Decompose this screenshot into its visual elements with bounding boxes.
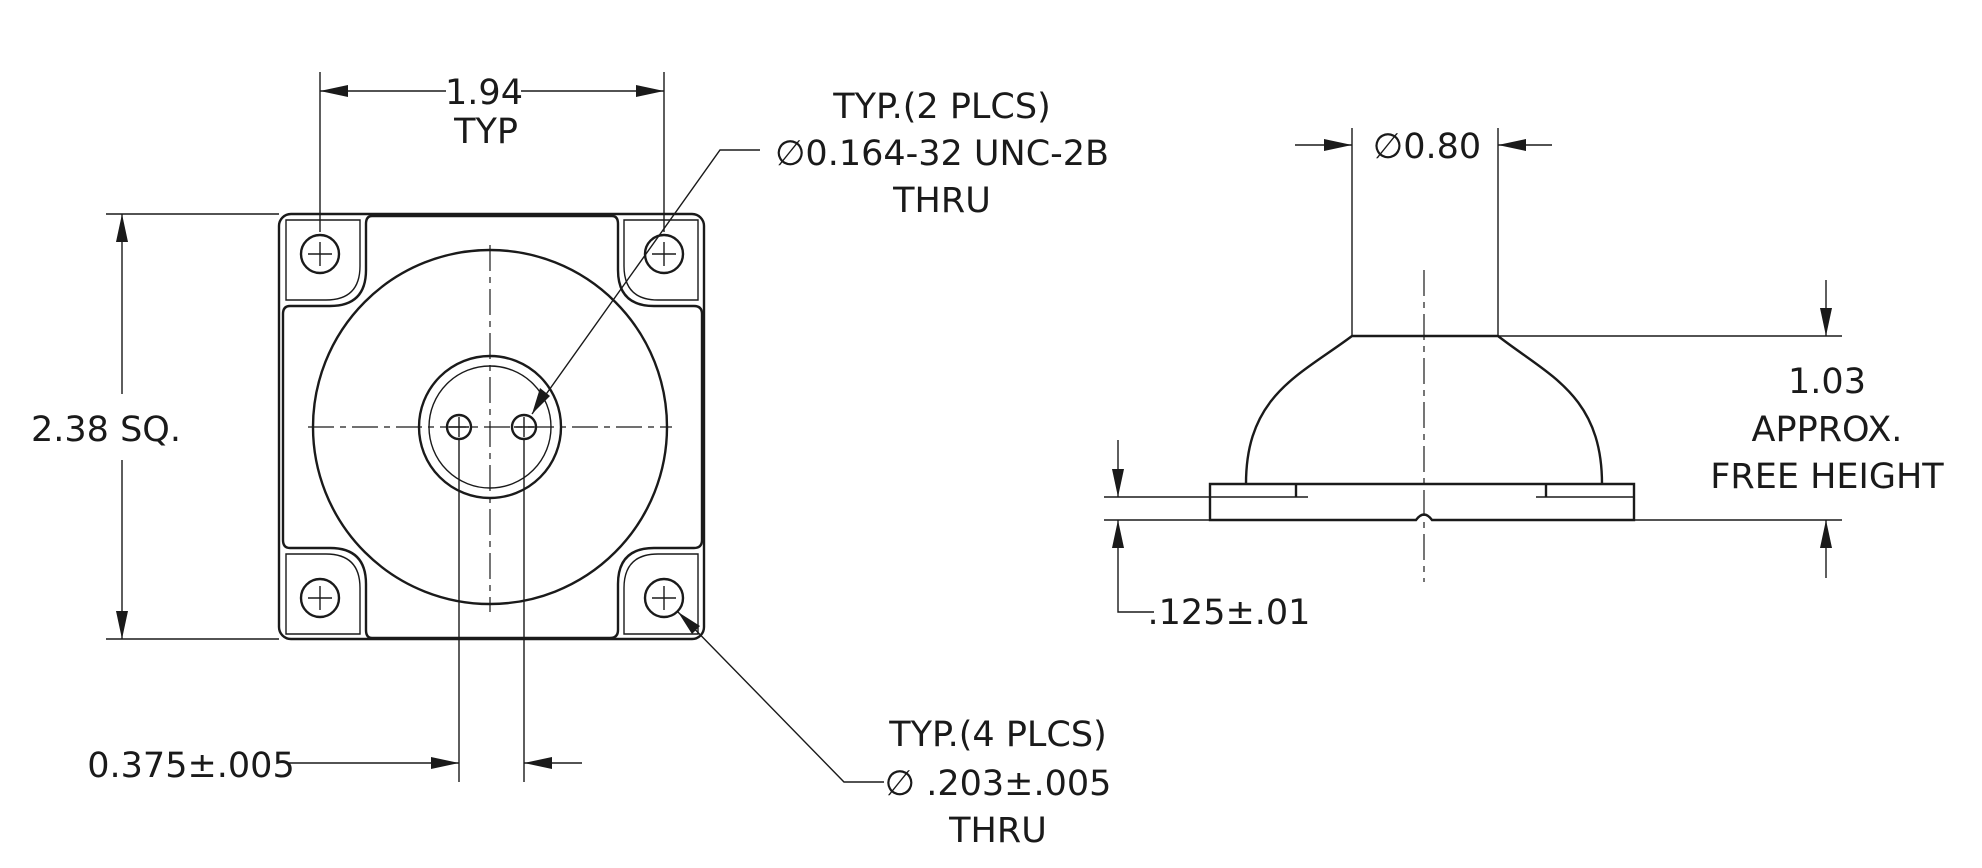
base-thickness-dimension: .125±.01 <box>1104 440 1310 633</box>
tapped-callout-line-1: TYP.(2 PLCS) <box>832 87 1051 127</box>
corner-pad-tl <box>285 219 361 301</box>
tapped-hole-callout: TYP.(2 PLCS) ∅0.164-32 UNC-2B THRU <box>531 87 1109 415</box>
top-diameter-label: ∅0.80 <box>1373 127 1481 167</box>
corner-pad-br <box>623 553 699 635</box>
free-height-dimension: 1.03 APPROX. FREE HEIGHT <box>1498 280 1944 578</box>
mount-callout-line-1: TYP.(4 PLCS) <box>888 715 1107 755</box>
free-height-line-3: FREE HEIGHT <box>1710 457 1944 497</box>
width-dim-note: TYP <box>453 112 518 152</box>
side-base-plate <box>1208 482 1636 522</box>
corner-pad-tr <box>623 219 699 301</box>
top-diameter-dimension: ∅0.80 <box>1295 127 1552 336</box>
height-dim-label: 2.38 SQ. <box>31 410 181 450</box>
top-view: 1.94 TYP 2.38 SQ. TYP.(2 PLCS) ∅0.164-32… <box>31 72 1111 851</box>
hole-spacing-dimension: 0.375±.005 <box>87 440 582 786</box>
width-dim-value: 1.94 <box>445 73 523 113</box>
side-view: ∅0.80 1.03 APPROX. FREE HEIGHT .125±.01 <box>1104 127 1944 633</box>
mount-hole-callout: TYP.(4 PLCS) ∅ .203±.005 THRU <box>677 611 1112 851</box>
corner-pad-bl <box>285 553 361 635</box>
height-dimension: 2.38 SQ. <box>31 213 279 640</box>
base-thickness-label: .125±.01 <box>1148 593 1311 633</box>
body-outline <box>281 214 704 640</box>
tapped-callout-line-3: THRU <box>892 181 991 221</box>
free-height-line-2: APPROX. <box>1752 410 1903 450</box>
hole-spacing-label: 0.375±.005 <box>87 746 294 786</box>
side-dome-profile <box>1244 334 1604 485</box>
mount-callout-line-3: THRU <box>948 811 1047 851</box>
mount-holes <box>299 233 685 619</box>
mount-callout-line-2: ∅ .203±.005 <box>885 764 1112 804</box>
free-height-line-1: 1.03 <box>1788 362 1866 402</box>
width-dimension: 1.94 TYP <box>319 72 665 232</box>
tapped-callout-line-2: ∅0.164-32 UNC-2B <box>775 134 1109 174</box>
